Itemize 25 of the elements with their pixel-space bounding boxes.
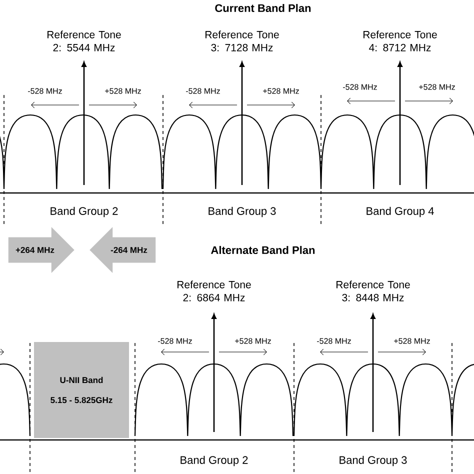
tone-label: Reference Tone 3: 7128 MHz [206,30,279,52]
offset-label: +528 MHz [419,84,455,90]
band-group-label: Band Group 3 [208,206,276,218]
offset-label: -528 MHz [343,84,377,90]
offset-label: +528 MHz [394,338,430,344]
band-group-label: Band Group 4 [366,206,434,218]
offset-label: +528 MHz [263,88,299,94]
band-group-label: Band Group 2 [180,456,248,466]
band-group-label: Band Group 2 [50,206,118,218]
tone-label: Reference Tone 4: 8712 MHz [364,30,437,52]
node-label: 5.15 - 5.825GHz [50,397,112,404]
offset-label: -528 MHz [28,88,62,94]
offset-label: -528 MHz [158,338,192,344]
offset-label: -528 MHz [186,88,220,94]
band-box: U-NII Band 5.15 - 5.825GHz [34,342,129,438]
tone-label: Reference Tone 2: 6864 MHz [178,280,251,302]
heading: Alternate Band Plan [211,246,315,254]
tone-label: Reference Tone 3: 8448 MHz [336,280,410,302]
node-label: U-NII Band [60,376,103,384]
offset-label: +528 MHz [105,88,141,94]
band-group-label: Band Group 3 [340,456,407,466]
offset-label: +528 MHz [235,338,271,344]
tone-label: Reference Tone 2: 5544 MHz [48,30,121,52]
heading: Current Band Plan [215,4,311,12]
offset-label: -528 MHz [317,338,351,344]
